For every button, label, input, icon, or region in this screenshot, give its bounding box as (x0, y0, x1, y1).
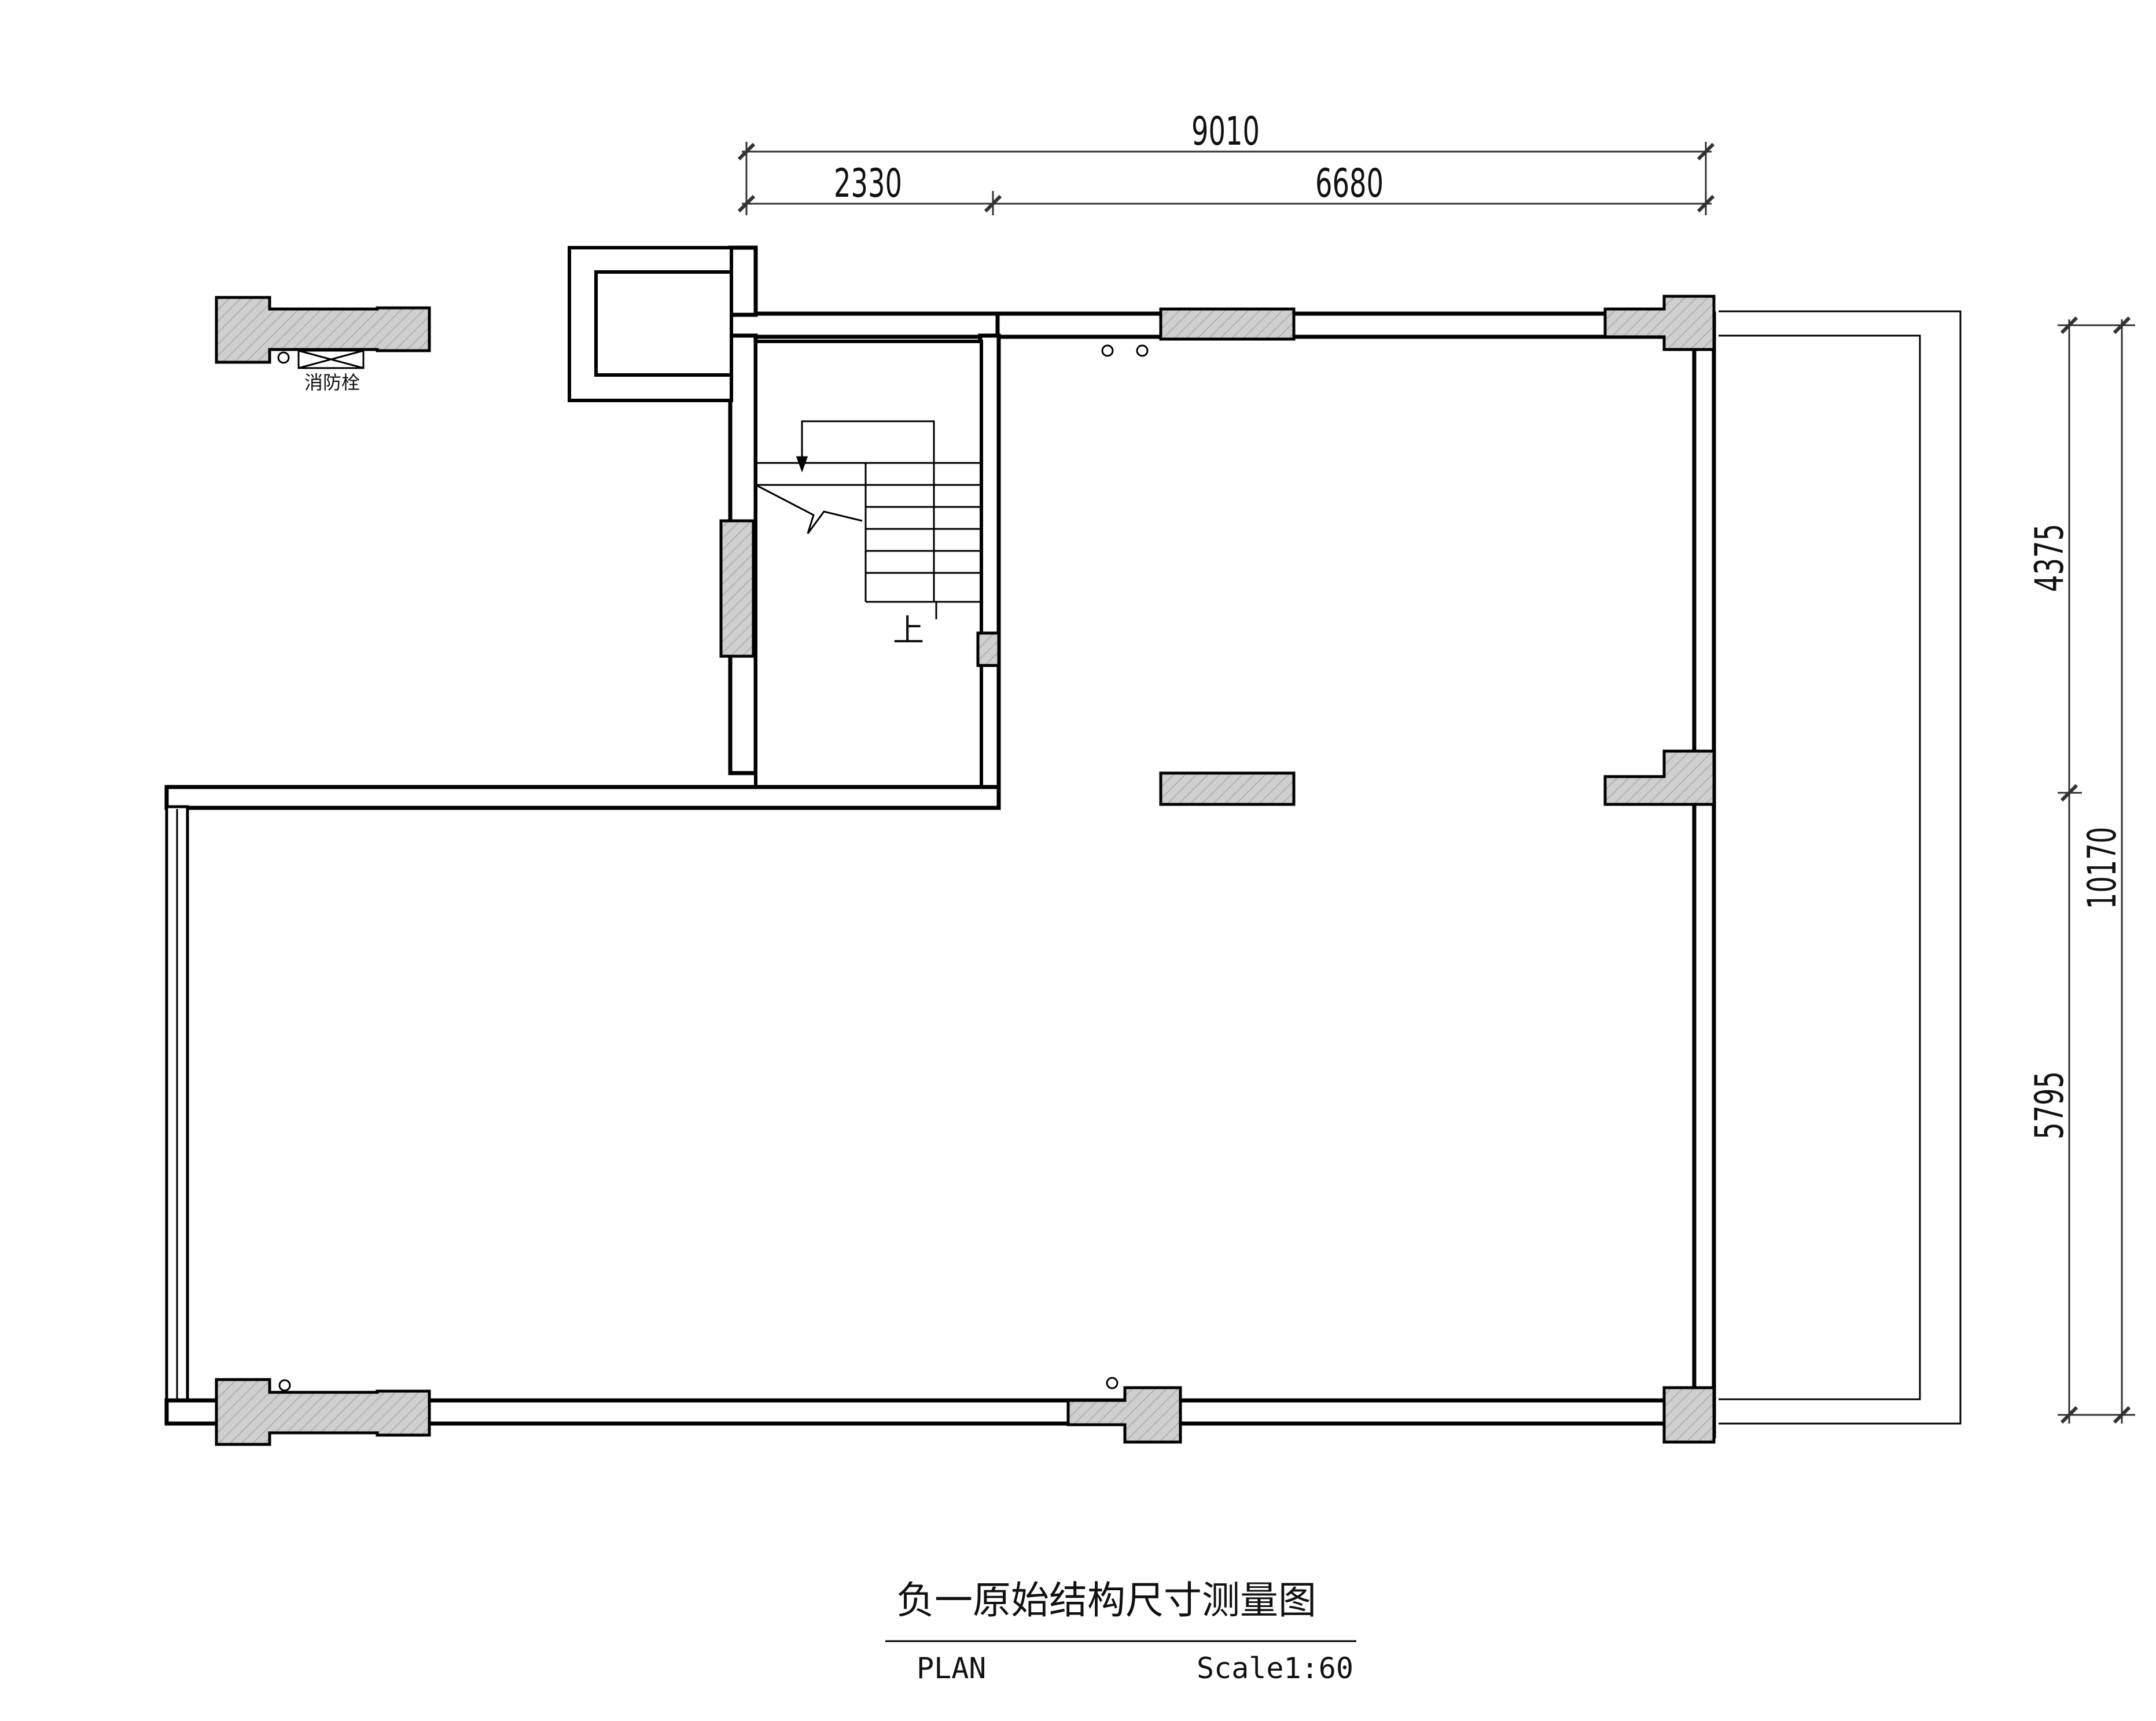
stairwell-inner (754, 340, 983, 789)
door-stair-right (976, 631, 1000, 667)
dim-top-total: 9010 (1191, 109, 1260, 155)
column-top-right (1603, 295, 1716, 351)
wall-middle (164, 785, 1001, 810)
door-stair-left (719, 519, 755, 658)
doors (719, 307, 1296, 806)
dim-right-lower: 5795 (2027, 1071, 2073, 1139)
column-bottom-left (215, 1378, 431, 1446)
wall-stub (728, 245, 758, 317)
wall-top-left (728, 311, 1000, 339)
columns (215, 295, 1716, 1446)
dim-right-upper: 4375 (2027, 524, 2073, 592)
stair-up-label: 上 (893, 612, 924, 649)
pipe-bottom-left (278, 1379, 291, 1392)
fire-hydrant-label: 消防栓 (304, 372, 360, 394)
top-dimension-chain (737, 142, 1715, 215)
column-bottom-right (1662, 1386, 1716, 1444)
staircase (755, 420, 980, 619)
fire-hydrant-icon (297, 350, 365, 369)
column-center (1159, 771, 1296, 806)
pipe-top-1 (1101, 344, 1114, 357)
drawing-title: 负一原始结构尺寸测量图 (896, 1578, 1316, 1623)
scale-label: Scale1:60 (1197, 1652, 1353, 1685)
pipe-bottom-middle (1106, 1377, 1119, 1389)
door-top (1159, 307, 1296, 341)
pipe-top-2 (1136, 344, 1149, 357)
dim-right-total: 10170 (2080, 827, 2125, 909)
pipe-hydrant (277, 351, 290, 364)
shaft (568, 246, 733, 402)
wall-right (1692, 311, 1716, 1439)
column-right-middle (1603, 749, 1716, 806)
column-bottom-middle (1066, 1386, 1182, 1444)
walls (164, 245, 1716, 1439)
dim-top-right: 6680 (1315, 161, 1384, 207)
wall-top-right (994, 311, 1712, 339)
column-hydrant (215, 296, 431, 364)
dim-top-left: 2330 (834, 161, 902, 207)
right-dimension-chain (2058, 316, 2135, 1424)
plan-label: PLAN (917, 1652, 986, 1685)
pipes (277, 344, 1149, 1392)
right-balcony (1719, 310, 1962, 1425)
